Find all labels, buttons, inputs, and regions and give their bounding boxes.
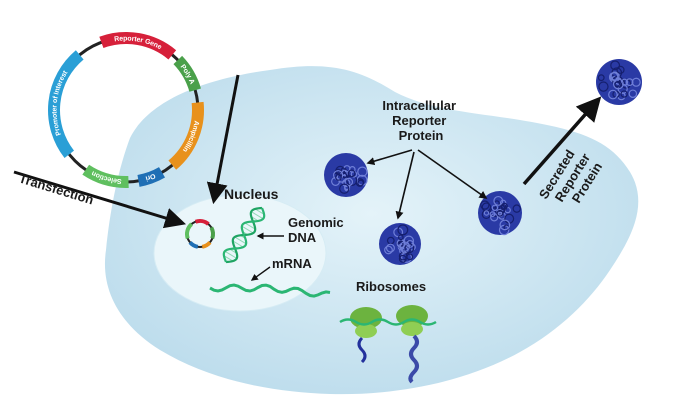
plasmid-segment	[168, 101, 204, 170]
arrow-intracellular-left	[366, 149, 413, 166]
nascent-peptide-1	[357, 336, 367, 364]
helix-rung	[250, 211, 264, 220]
plasmid-small-segment	[201, 240, 212, 249]
reporter-protein-intracellular-center	[379, 223, 421, 265]
intracellular-label: Intracellular Reporter Protein	[382, 98, 459, 143]
arrow-mrna	[250, 266, 271, 281]
reporter-protein-intracellular-left	[324, 153, 368, 197]
helix-rung	[234, 236, 247, 245]
cell-body	[104, 66, 639, 395]
genomic-dna-label: Genomic DNA	[288, 215, 347, 245]
nucleus-label: Nucleus	[224, 186, 279, 202]
reporter-protein-intracellular-right	[478, 191, 522, 236]
genomic-dna-helix	[222, 206, 266, 264]
helix-rung	[244, 222, 256, 230]
helix-rung	[241, 225, 254, 234]
helix-strand	[222, 207, 266, 263]
plasmid-small	[185, 219, 215, 249]
plasmid-segment	[173, 55, 201, 93]
helix-rung	[232, 240, 244, 248]
plasmid-small-segment	[185, 222, 194, 240]
plasmid-segment	[82, 164, 129, 188]
arrows	[13, 74, 602, 281]
arrow-intracellular-right	[417, 149, 488, 199]
helix-rung	[224, 250, 238, 259]
plasmid-segment	[48, 50, 84, 159]
transfection-label: Transfection	[17, 171, 95, 208]
plasmid-segment-label: Ori	[144, 172, 156, 182]
ribosomes-label: Ribosomes	[356, 279, 426, 294]
mrna-strand	[209, 283, 331, 298]
arrow-intracellular-down	[395, 151, 415, 220]
plasmid-small-segment	[188, 240, 199, 249]
nascent-peptide-2	[408, 334, 419, 384]
plasmid-segment	[99, 32, 177, 60]
plasmid-small-segment	[194, 219, 210, 226]
ribosome-mrna	[339, 318, 437, 326]
helix-rung	[254, 208, 265, 215]
plasmid-small-segment	[209, 226, 215, 240]
helix-rung	[223, 255, 234, 262]
arrow-plasmid-to-nucleus	[206, 74, 240, 205]
mrna-label: mRNA	[272, 256, 312, 271]
nucleus	[153, 194, 327, 312]
arrow-transfection	[13, 170, 187, 229]
arrow-secretion	[522, 96, 602, 186]
plasmid-segment	[137, 167, 165, 187]
reporter-protein-secreted	[596, 59, 642, 105]
